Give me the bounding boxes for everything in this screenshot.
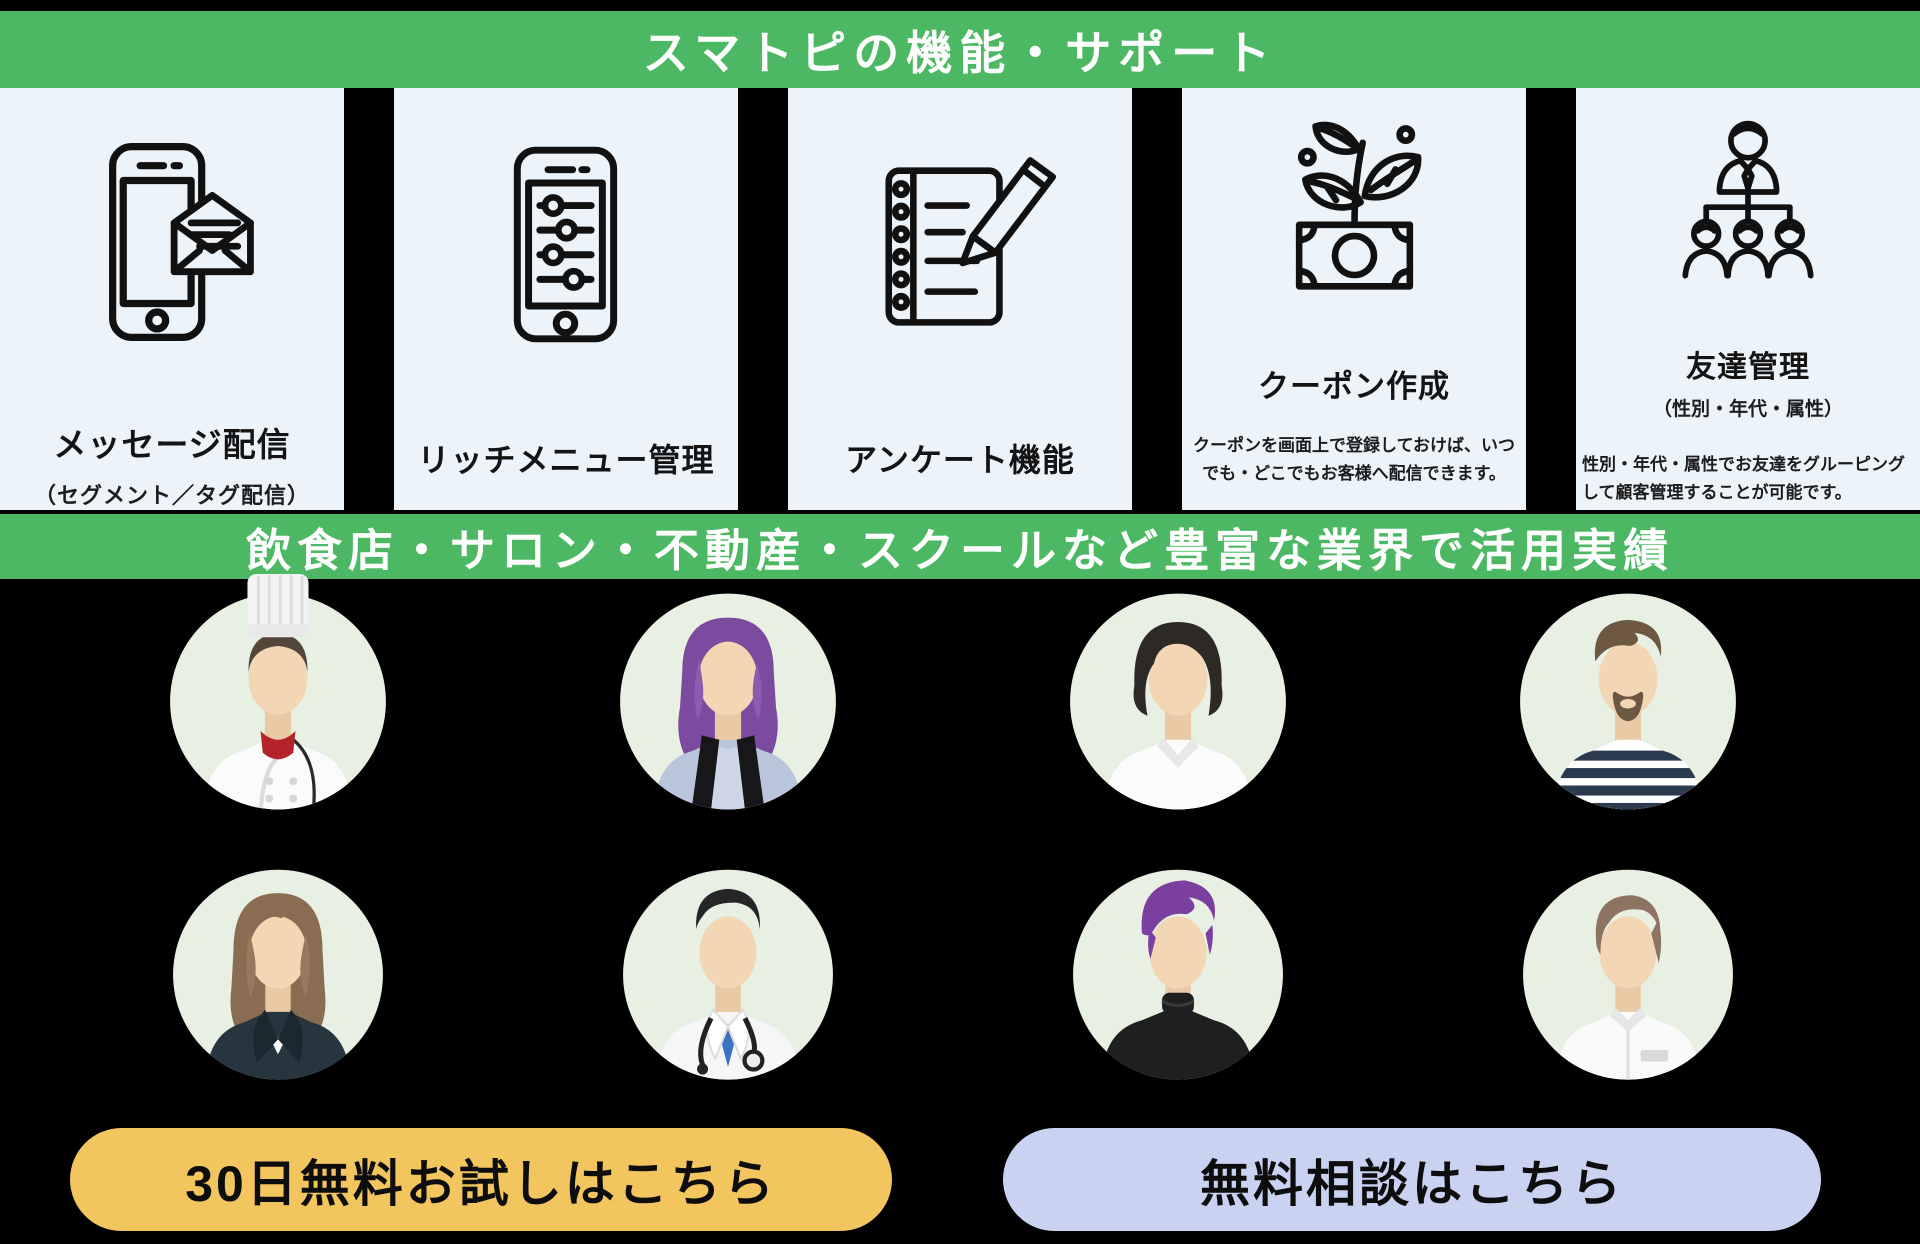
feature-description: クーポンを画面上で登録しておけば、いつでも・どこでもお客様へ配信できます。 (1193, 436, 1515, 483)
feature-cards-row: メッセージ配信 （セグメント／タグ配信） リッチメニュー管理 (0, 88, 1920, 510)
feature-card-friends: 友達管理 （性別・年代・属性） 性別・年代・属性でお友達をグルーピングして顧客管… (1576, 88, 1920, 510)
free-consultation-button-label: 無料相談はこちら (1200, 1155, 1624, 1212)
chef-hat (247, 574, 309, 638)
features-header-text: スマトピの機能・サポート (642, 26, 1278, 79)
avatar-purple-hair-man-icon (1073, 869, 1283, 1080)
feature-title: リッチメニュー管理 (417, 442, 715, 478)
avatar-white-coat-staff-icon (1523, 869, 1733, 1080)
free-trial-button[interactable]: 30日無料お試しはこちら (70, 1128, 892, 1231)
avatar-bob-hair-woman-icon (1070, 593, 1286, 810)
feature-card-richmenu: リッチメニュー管理 (394, 88, 738, 510)
money-plant-icon (1295, 121, 1421, 290)
avatar-chef-icon (170, 574, 386, 810)
phone-message-icon (109, 142, 254, 342)
free-trial-button-label: 30日無料お試しはこちら (185, 1155, 777, 1212)
free-consultation-button[interactable]: 無料相談はこちら (1003, 1128, 1821, 1231)
avatar-doctor-icon (623, 869, 833, 1080)
notebook-pencil-icon (884, 157, 1056, 326)
feature-description: 性別・年代・属性でお友達をグルーピングして顧客管理することが可能です。 (1582, 455, 1905, 502)
avatar-striped-shirt-man-icon (1520, 593, 1736, 810)
feature-subtitle: （セグメント／タグ配信） (33, 483, 310, 508)
org-chart-icon (1682, 120, 1814, 279)
feature-title: 友達管理 (1686, 351, 1810, 384)
phone-richmenu-icon (513, 146, 617, 343)
industries-header-text: 飲食店・サロン・不動産・スクールなど豊富な業界で活用実績 (245, 525, 1674, 576)
feature-title: クーポン作成 (1258, 369, 1450, 404)
feature-card-coupon: クーポン作成 クーポンを画面上で登録しておけば、いつでも・どこでもお客様へ配信で… (1182, 88, 1526, 510)
feature-title: アンケート機能 (845, 442, 1075, 478)
avatar-hair-stylist-icon (620, 593, 836, 810)
feature-subtitle: （性別・年代・属性） (1652, 399, 1843, 420)
feature-card-survey: アンケート機能 (788, 88, 1132, 510)
feature-card-message: メッセージ配信 （セグメント／タグ配信） (0, 88, 344, 510)
feature-title: メッセージ配信 (53, 426, 291, 463)
features-header-banner: スマトピの機能・サポート (0, 11, 1920, 88)
avatar-businesswoman-icon (173, 869, 383, 1080)
industries-header-banner: 飲食店・サロン・不動産・スクールなど豊富な業界で活用実績 (0, 514, 1920, 579)
